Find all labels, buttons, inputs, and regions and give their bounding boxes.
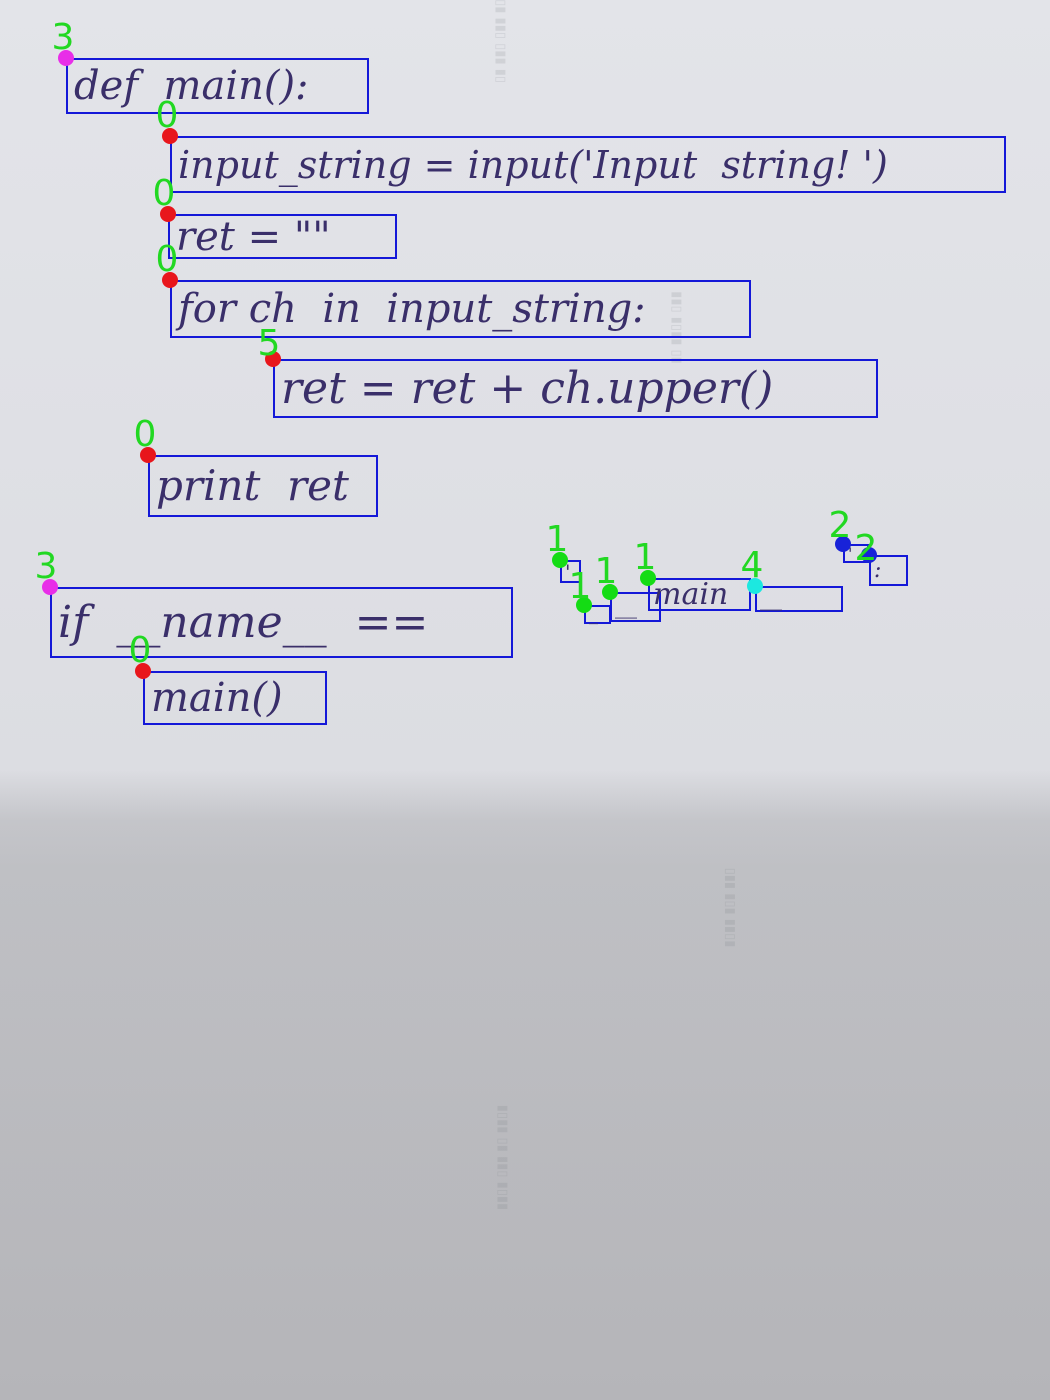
code-line-box: print ret: [148, 455, 378, 517]
code-line-text: input_string = input('Input string! '): [178, 142, 888, 187]
shadow-band: [0, 770, 1050, 1400]
code-line-text: print ret: [156, 461, 349, 510]
show-through-print: ▮▯▮▮ ▯▮ ▮▮▯ ▮▯▮▮: [495, 1104, 511, 1211]
indent-marker-dot: [42, 579, 58, 595]
code-line-box: input_string = input('Input string! '): [170, 136, 1006, 193]
fragment-text: :: [874, 557, 882, 583]
fragment-box: ': [560, 560, 581, 583]
code-line-text: main(): [151, 675, 283, 721]
indent-marker-dot: [162, 128, 178, 144]
indent-marker-dot: [58, 50, 74, 66]
indent-marker-dot: [552, 552, 568, 568]
indent-marker-dot: [576, 597, 592, 613]
code-line-box: for ch in input_string:: [170, 280, 751, 338]
indent-marker-dot: [140, 447, 156, 463]
code-line-box: ret = "": [168, 214, 397, 259]
fragment-text: ': [565, 559, 571, 584]
fragment-box: __: [755, 586, 843, 612]
code-line-box: main(): [143, 671, 327, 725]
fragment-box: :: [869, 555, 908, 586]
indent-marker-dot: [135, 663, 151, 679]
code-line-text: ret = ret + ch.upper(): [281, 362, 774, 414]
indent-marker-dot: [162, 272, 178, 288]
indent-marker-dot: [747, 578, 763, 594]
indent-marker-dot: [602, 584, 618, 600]
indent-marker-dot: [265, 351, 281, 367]
code-line-text: ret = "": [176, 213, 331, 260]
indent-marker-dot: [640, 570, 656, 586]
indent-marker-dot: [835, 536, 851, 552]
fragment-box: __: [610, 592, 661, 622]
fragment-text: ': [848, 543, 853, 563]
fragment-text: __: [615, 594, 637, 619]
fragment-box: main: [648, 578, 751, 611]
fragment-text: main: [653, 576, 729, 612]
code-line-text: for ch in input_string:: [178, 286, 646, 332]
indent-marker-dot: [861, 547, 877, 563]
show-through-print: ▮▯▮ ▮▮▯ ▯▮▮ ▮▯: [493, 0, 509, 84]
code-line-box: def main():: [66, 58, 369, 114]
code-line-text: def main():: [74, 63, 309, 109]
code-line-box: ret = ret + ch.upper(): [273, 359, 878, 418]
fragment-text: __: [760, 586, 782, 611]
code-line-box: if __name__ ==: [50, 587, 513, 658]
show-through-print: ▯▮▮ ▮▯▮ ▮▮▯▮: [722, 867, 738, 948]
code-line-text: if __name__ ==: [58, 596, 429, 648]
indent-marker-dot: [160, 206, 176, 222]
fragment-text: _: [589, 603, 598, 625]
